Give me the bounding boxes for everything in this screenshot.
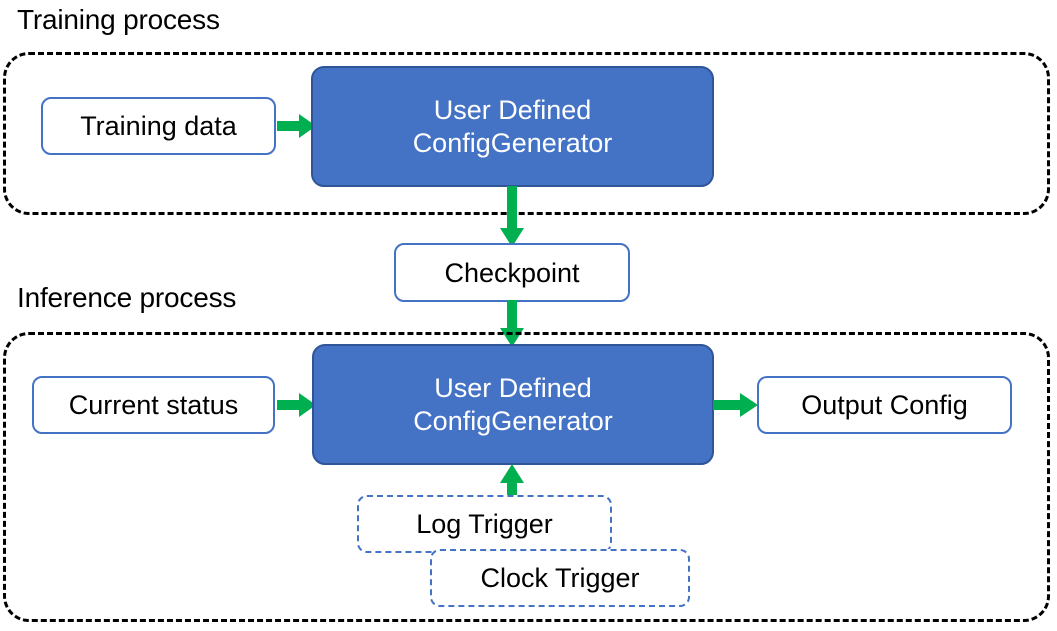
checkpoint-label: Checkpoint — [444, 257, 580, 288]
training-data-node[interactable]: Training data — [41, 97, 276, 155]
arrow-generator-to-output-config — [713, 391, 759, 419]
clock-trigger-label: Clock Trigger — [480, 563, 640, 593]
training-process-title: Training process — [17, 4, 220, 35]
current-status-node[interactable]: Current status — [32, 376, 275, 434]
arrow-training-data-to-generator — [277, 112, 317, 140]
log-trigger-node[interactable]: Log Trigger — [357, 495, 612, 553]
training-config-generator-label-line1: User Defined — [433, 94, 592, 125]
checkpoint-node[interactable]: Checkpoint — [394, 243, 630, 302]
training-config-generator-node[interactable]: User Defined ConfigGenerator — [311, 66, 714, 187]
arrow-current-status-to-generator — [277, 391, 317, 419]
training-process-container — [3, 52, 1050, 215]
inference-process-title: Inference process — [17, 282, 237, 313]
current-status-label: Current status — [68, 390, 239, 420]
clock-trigger-node[interactable]: Clock Trigger — [430, 549, 690, 607]
inference-config-generator-node[interactable]: User Defined ConfigGenerator — [312, 344, 714, 465]
inference-config-generator-label-line1: User Defined — [434, 372, 592, 403]
training-config-generator-label-line2: ConfigGenerator — [412, 127, 613, 158]
arrow-training-generator-to-checkpoint — [498, 186, 526, 248]
training-data-label: Training data — [80, 111, 237, 141]
log-trigger-label: Log Trigger — [416, 509, 553, 539]
inference-config-generator-label-line2: ConfigGenerator — [413, 405, 613, 436]
arrow-triggers-to-generator — [498, 464, 526, 504]
output-config-label: Output Config — [801, 390, 968, 420]
output-config-node[interactable]: Output Config — [757, 376, 1012, 434]
inference-process-container — [3, 332, 1050, 622]
arrow-checkpoint-to-inference-generator — [498, 300, 526, 348]
